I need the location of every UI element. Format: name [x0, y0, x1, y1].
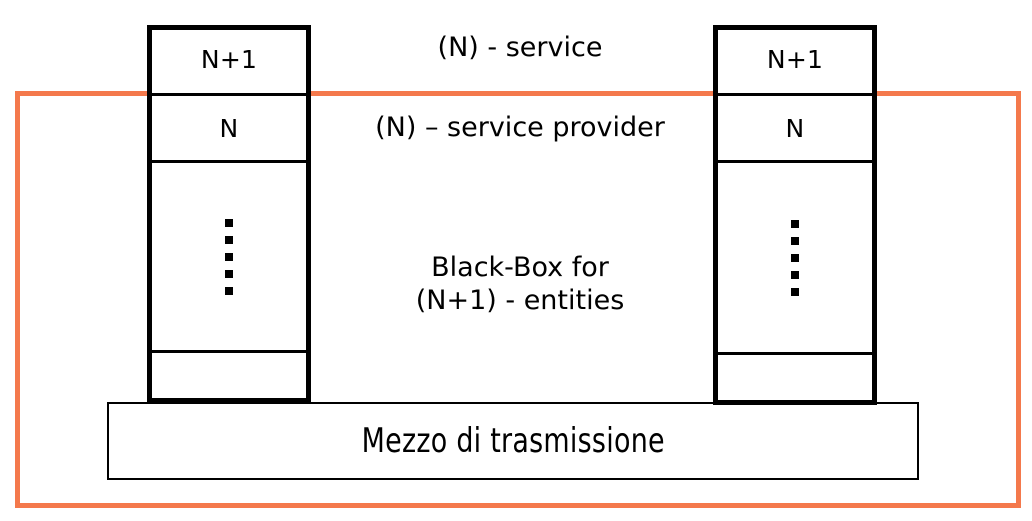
left-protocol-stack: N+1 N — [147, 25, 311, 403]
left-stack-lower-layers — [152, 163, 306, 353]
label-n-service: (N) - service — [437, 32, 603, 63]
right-stack-layer-n: N — [718, 96, 872, 163]
right-protocol-stack: N+1 N — [713, 25, 877, 405]
black-box-scope-rectangle — [15, 91, 1021, 508]
vertical-ellipsis-icon — [225, 218, 233, 295]
left-stack-layer-n-plus-1: N+1 — [152, 25, 306, 96]
left-stack-layer-n: N — [152, 96, 306, 163]
right-stack-lower-layers — [718, 163, 872, 355]
transmission-medium-label: Mezzo di trasmissione — [361, 421, 665, 461]
left-stack-physical-layer — [152, 353, 306, 408]
right-stack-layer-n-plus-1: N+1 — [718, 25, 872, 96]
label-n-service-provider: (N) – service provider — [375, 112, 665, 143]
vertical-ellipsis-icon — [791, 219, 799, 296]
right-stack-physical-layer — [718, 355, 872, 410]
label-black-box-for-entities: Black-Box for (N+1) - entities — [415, 252, 625, 316]
transmission-medium-box: Mezzo di trasmissione — [107, 402, 919, 480]
